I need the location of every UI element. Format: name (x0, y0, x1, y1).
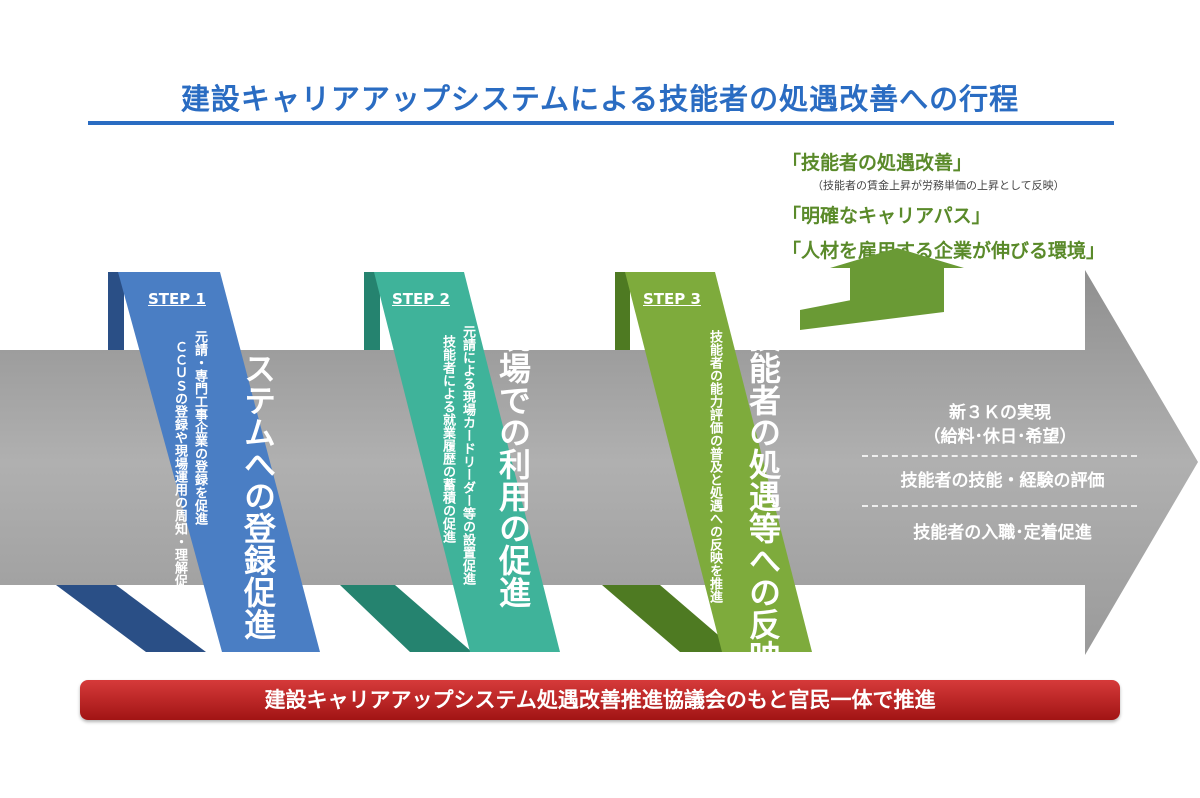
step1-desc-1: 元請・専門工事企業の登録を促進 (192, 330, 207, 525)
step3-desc-1: 技能者の能力評価の普及と処遇への反映を推進 (707, 330, 722, 603)
step1-ribbon-back-top (108, 272, 124, 350)
title-underline (88, 121, 1114, 125)
step1-ribbon-back (56, 585, 206, 652)
step2-label: STEP 2 (392, 290, 450, 308)
result-skill-evaluation: 技能者の技能・経験の評価 (900, 471, 1105, 491)
result-divider-1 (862, 455, 1137, 457)
process-arrow (0, 270, 1198, 655)
step2-desc-2: 技能者による就業履歴の蓄積の促進 (440, 335, 455, 543)
outcome-2: 「明確なキャリアパス」 (782, 205, 991, 227)
up-arrow-body (800, 282, 944, 330)
result-divider-2 (862, 505, 1137, 507)
step1-heading: システムへの登録促進 (239, 320, 277, 640)
step3-ribbon (625, 272, 812, 652)
step2-heading: 現場での利用の促進 (494, 320, 532, 608)
bottom-banner: 建設キャリアアップシステム処遇改善推進協議会のもと官民一体で推進 (80, 680, 1120, 720)
step3-label: STEP 3 (643, 290, 701, 308)
step2-ribbon-back-top (364, 272, 380, 350)
step3-heading: 技能者の処遇等への反映 (744, 320, 782, 672)
outcome-3: 「人材を雇用する企業が伸びる環境」 (782, 240, 1106, 262)
step1-label: STEP 1 (148, 290, 206, 308)
result-new-3k-detail: （給料･休日･希望） (923, 427, 1077, 447)
result-entry-retention: 技能者の入職･定着促進 (913, 523, 1092, 543)
step2-ribbon (374, 272, 560, 652)
step3-ribbon-back-top (615, 272, 630, 350)
step2-ribbon-back (340, 585, 472, 652)
outcome-1: 「技能者の処遇改善」 (782, 152, 973, 174)
page-title: 建設キャリアアップシステムによる技能者の処遇改善への行程 (180, 82, 1020, 116)
step3-ribbon-back (602, 585, 738, 652)
step1-desc-2: ＣＣＵＳの登録や現場運用の周知・理解促進 (172, 340, 187, 600)
result-new-3k: 新３Ｋの実現 (949, 403, 1051, 423)
step2-desc-1: 元請による現場カードリーダー等の設置促進 (460, 325, 475, 585)
outcome-list: 「技能者の処遇改善」 （技能者の賃金上昇が労務単価の上昇として反映） 「明確なキ… (782, 148, 1182, 263)
outcome-1-note: （技能者の賃金上昇が労務単価の上昇として反映） (812, 179, 1065, 192)
step1-ribbon (118, 272, 320, 652)
